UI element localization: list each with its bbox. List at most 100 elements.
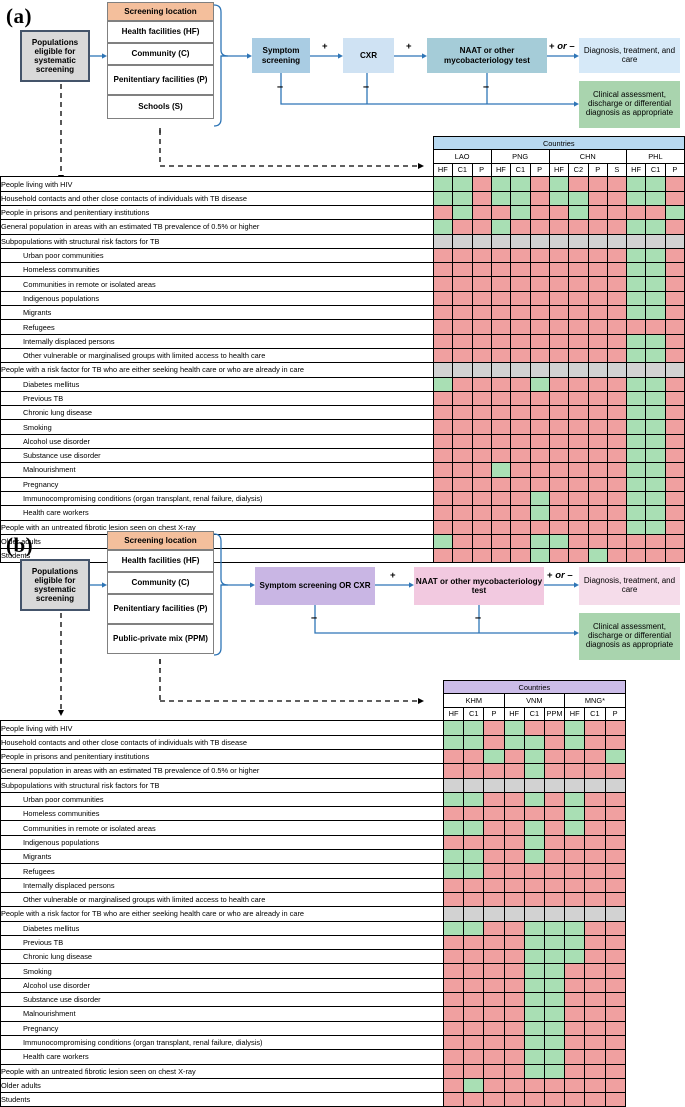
grid-cell: [606, 247, 627, 264]
table-row: Refugees: [0, 319, 685, 335]
grid-cell: [625, 176, 647, 192]
row-label: Previous TB: [0, 390, 434, 407]
header-spacer: [1, 707, 444, 721]
column-header-LAO-C1: C1: [452, 162, 473, 178]
grid-cell: [568, 176, 589, 192]
panel-b-connectors: [60, 533, 579, 669]
grid-cell: [452, 176, 473, 192]
grid-cell: [523, 1049, 545, 1065]
grid-cell: [564, 1034, 586, 1051]
grid-cell: [543, 1049, 566, 1065]
table-row: People living with HIV: [0, 176, 685, 192]
grid-cell: [432, 519, 454, 535]
grid-cell: [543, 1063, 566, 1079]
grid-cell: [645, 405, 666, 421]
grid-cell: [529, 333, 550, 349]
table-row: Alcohol use disorder: [0, 433, 685, 450]
grid-cell: [529, 276, 550, 292]
grid-cell: [564, 1020, 586, 1036]
row-label: Household contacts and other close conta…: [0, 734, 444, 750]
grid-cell: [452, 405, 473, 421]
grid-cell: [503, 763, 525, 779]
grid-cell: [452, 490, 473, 507]
grid-cell: [471, 362, 492, 378]
grid-cell: [604, 834, 626, 851]
grid-cell: [503, 1034, 525, 1051]
grid-cell: [503, 877, 525, 893]
grid-cell: [543, 1034, 566, 1051]
table-row: Indigenous populations: [0, 834, 626, 851]
grid-cell: [587, 505, 608, 521]
row-label: People living with HIV: [0, 720, 444, 736]
grid-cell: [584, 1063, 606, 1079]
grid-cell: [548, 319, 570, 335]
grid-cell: [490, 405, 512, 421]
table-header-countries: Countries: [1, 135, 685, 151]
grid-cell: [548, 533, 570, 550]
grid-cell: [510, 476, 531, 492]
grid-cell: [606, 233, 627, 249]
grid-cell: [584, 863, 606, 879]
row-label: Students: [0, 1092, 444, 1107]
grid-cell: [604, 949, 626, 965]
grid-cell: [568, 448, 589, 464]
grid-cell: [529, 233, 550, 249]
table-row: Older adults: [0, 1077, 626, 1094]
grid-cell: [564, 1092, 586, 1107]
grid-cell: [625, 290, 647, 307]
countries-header: Countries: [432, 135, 685, 151]
grid-cell: [625, 533, 647, 550]
grid-cell: [442, 791, 465, 808]
grid-cell: [523, 1006, 545, 1022]
grid-cell: [645, 276, 666, 292]
table-header-countries: Countries: [1, 679, 626, 695]
plus-sign-1: +: [390, 570, 396, 581]
grid-cell: [452, 247, 473, 264]
grid-cell: [584, 720, 606, 736]
grid-cell: [471, 448, 492, 464]
grid-cell: [587, 204, 608, 221]
grid-cell: [432, 219, 454, 235]
grid-cell: [543, 748, 566, 765]
grid-cell: [543, 934, 566, 951]
column-header-CHN-HF: HF: [548, 162, 570, 178]
row-label: Other vulnerable or marginalised groups …: [0, 347, 434, 364]
grid-cell: [604, 963, 626, 979]
grid-cell: [471, 405, 492, 421]
grid-cell: [483, 891, 505, 908]
grid-cell: [483, 1092, 505, 1107]
grid-cell: [568, 233, 589, 249]
grid-cell: [490, 490, 512, 507]
grid-cell: [604, 934, 626, 951]
table-row: Migrants: [0, 849, 626, 865]
grid-cell: [543, 963, 566, 979]
table-row: Substance use disorder: [0, 992, 626, 1008]
grid-cell: [604, 1077, 626, 1094]
grid-cell: [452, 204, 473, 221]
grid-cell: [483, 734, 505, 750]
grid-cell: [664, 333, 685, 349]
grid-cell: [471, 247, 492, 264]
row-label: People in prisons and penitentiary insti…: [0, 204, 434, 221]
grid-cell: [564, 834, 586, 851]
column-header-MNG-C1: C1: [584, 706, 606, 722]
grid-cell: [529, 548, 550, 564]
grid-cell: [529, 376, 550, 392]
grid-cell: [523, 820, 545, 836]
grid-cell: [625, 448, 647, 464]
grid-cell: [490, 505, 512, 521]
grid-cell: [548, 219, 570, 235]
grid-cell: [606, 319, 627, 335]
grid-cell: [503, 920, 525, 936]
grid-cell: [490, 448, 512, 464]
grid-cell: [645, 204, 666, 221]
grid-cell: [645, 448, 666, 464]
grid-cell: [587, 490, 608, 507]
grid-cell: [584, 777, 606, 793]
row-label: People with an untreated fibrotic lesion…: [0, 1063, 444, 1079]
grid-cell: [442, 1063, 465, 1079]
grid-cell: [483, 1006, 505, 1022]
